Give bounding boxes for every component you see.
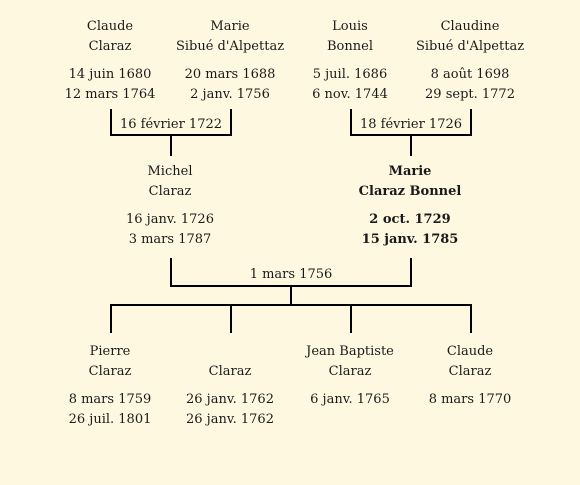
first-name: Jean Baptiste	[306, 344, 394, 359]
first-name: Marie	[210, 19, 250, 34]
last-name: Claraz	[88, 364, 132, 379]
death-date: 6 nov. 1744	[312, 87, 388, 102]
first-name: Michel	[147, 164, 193, 179]
first-name: Louis	[332, 19, 368, 34]
person-claude-claraz[interactable]: Claude Claraz 14 juin 1680 12 mars 1764	[45, 17, 175, 105]
death-date: 12 mars 1764	[64, 87, 156, 102]
connector-line	[110, 304, 472, 306]
birth-date: 8 mars 1770	[428, 392, 512, 407]
marriage-date: 1 mars 1756	[249, 267, 333, 282]
first-name: Pierre	[89, 344, 131, 359]
person-jean-baptiste-claraz[interactable]: Jean Baptiste Claraz 6 janv. 1765	[285, 342, 415, 410]
birth-date: 5 juil. 1686	[312, 67, 388, 82]
birth-date: 26 janv. 1762	[186, 392, 274, 407]
connector-line	[470, 305, 472, 333]
death-date: 26 juil. 1801	[68, 412, 152, 427]
connector-line	[230, 305, 232, 333]
person-louis-bonnel[interactable]: Louis Bonnel 5 juil. 1686 6 nov. 1744	[285, 17, 415, 105]
marriage-date: 18 février 1726	[359, 117, 463, 132]
last-name: Claraz Bonnel	[358, 184, 462, 199]
last-name: Bonnel	[327, 39, 373, 54]
connector-line	[170, 258, 172, 286]
connector-line	[170, 135, 172, 156]
connector-line	[350, 305, 352, 333]
birth-date: 6 janv. 1765	[310, 392, 390, 407]
last-name: Sibué d'Alpettaz	[175, 39, 285, 54]
marriage-date: 16 février 1722	[119, 117, 223, 132]
connector-line	[290, 286, 292, 305]
connector-line	[110, 305, 112, 333]
connector-line	[350, 109, 352, 135]
last-name: Sibué d'Alpettaz	[415, 39, 525, 54]
birth-date: 20 mars 1688	[184, 67, 276, 82]
connector-line	[230, 109, 232, 135]
first-name: Marie	[388, 164, 432, 179]
connector-line	[410, 135, 412, 156]
birth-date: 2 oct. 1729	[369, 212, 451, 227]
birth-date: 14 juin 1680	[68, 67, 152, 82]
last-name: Claraz	[448, 364, 492, 379]
connector-line	[410, 258, 412, 286]
birth-date: 8 août 1698	[430, 67, 510, 82]
death-date: 2 janv. 1756	[190, 87, 270, 102]
death-date: 29 sept. 1772	[425, 87, 515, 102]
person-unnamed-claraz[interactable]: Claraz 26 janv. 1762 26 janv. 1762	[165, 342, 295, 430]
first-name	[165, 342, 295, 362]
birth-date: 16 janv. 1726	[126, 212, 214, 227]
person-pierre-claraz[interactable]: Pierre Claraz 8 mars 1759 26 juil. 1801	[45, 342, 175, 430]
person-michel-claraz[interactable]: Michel Claraz 16 janv. 1726 3 mars 1787	[105, 162, 235, 250]
last-name: Claraz	[328, 364, 372, 379]
birth-date: 8 mars 1759	[68, 392, 152, 407]
first-name: Claude	[446, 344, 494, 359]
death-date: 26 janv. 1762	[186, 412, 274, 427]
person-claude-claraz-child[interactable]: Claude Claraz 8 mars 1770	[405, 342, 535, 410]
person-marie-sibue[interactable]: Marie Sibué d'Alpettaz 20 mars 1688 2 ja…	[165, 17, 295, 105]
connector-line	[110, 109, 112, 135]
death-date: 15 janv. 1785	[361, 232, 459, 247]
person-claudine-sibue[interactable]: Claudine Sibué d'Alpettaz 8 août 1698 29…	[405, 17, 535, 105]
last-name: Claraz	[88, 39, 132, 54]
last-name: Claraz	[208, 364, 252, 379]
first-name: Claude	[86, 19, 134, 34]
connector-line	[470, 109, 472, 135]
first-name: Claudine	[440, 19, 500, 34]
person-marie-claraz-bonnel[interactable]: Marie Claraz Bonnel 2 oct. 1729 15 janv.…	[345, 162, 475, 250]
last-name: Claraz	[148, 184, 192, 199]
death-date: 3 mars 1787	[128, 232, 212, 247]
